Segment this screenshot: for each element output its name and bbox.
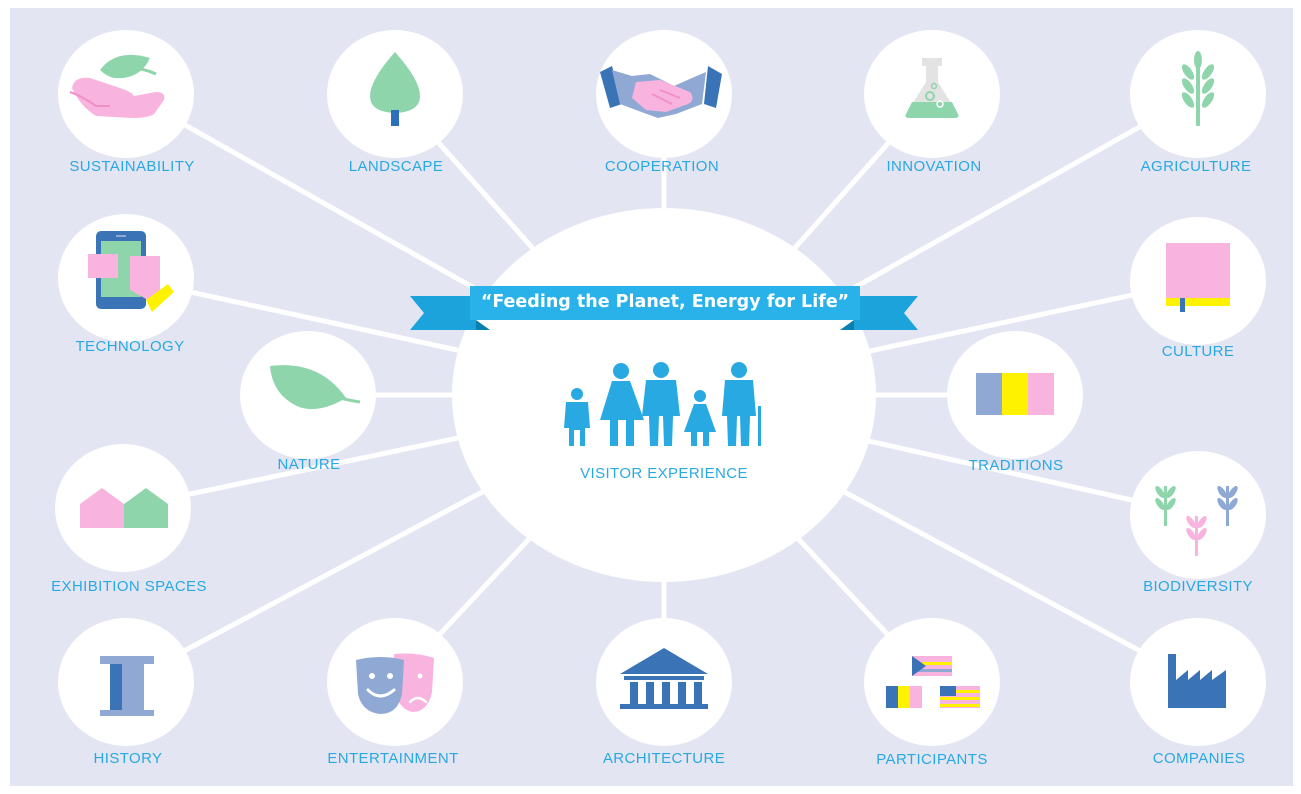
label-exhibition-spaces: EXHIBITION SPACES (51, 578, 207, 595)
leaf-icon (270, 365, 361, 410)
circle-participants (864, 618, 1000, 746)
wheat-icon (1181, 51, 1215, 126)
building-icon (620, 648, 708, 709)
label-companies: COMPANIES (1152, 750, 1246, 767)
label-nature: NATURE (277, 456, 341, 473)
column-icon (100, 656, 154, 716)
label-agriculture: AGRICULTURE (1140, 158, 1252, 175)
smartphone-icon (88, 231, 174, 312)
tree-icon (370, 52, 420, 126)
banner-ribbon (410, 286, 918, 330)
label-traditions: TRADITIONS (968, 457, 1064, 474)
family-icon (564, 362, 761, 446)
label-architecture: ARCHITECTURE (602, 750, 726, 767)
factory-icon (1168, 654, 1226, 708)
label-entertainment: ENTERTAINMENT (327, 750, 459, 767)
label-history: HISTORY (93, 750, 163, 767)
label-innovation: INNOVATION (886, 158, 982, 175)
label-participants: PARTICIPANTS (876, 751, 988, 768)
label-cooperation: COOPERATION (604, 158, 720, 175)
plants-icon (1155, 486, 1238, 556)
circle-biodiversity (1130, 451, 1266, 579)
theater-masks-icon (356, 653, 434, 714)
label-sustainability: SUSTAINABILITY (69, 158, 195, 175)
banner-slogan: “Feeding the Planet, Energy for Life” (480, 292, 850, 312)
flags-icon (886, 656, 980, 708)
center-label: VISITOR EXPERIENCE (580, 465, 748, 482)
label-technology: TECHNOLOGY (75, 338, 185, 355)
pavilions-icon (80, 488, 168, 528)
label-biodiversity: BIODIVERSITY (1143, 578, 1253, 595)
label-landscape: LANDSCAPE (348, 158, 444, 175)
flag-icon (976, 373, 1054, 415)
hand-leaf-icon (69, 54, 165, 118)
flask-icon (905, 58, 959, 118)
book-icon (1166, 243, 1230, 312)
label-culture: CULTURE (1161, 343, 1235, 360)
handshake-icon (600, 66, 722, 118)
